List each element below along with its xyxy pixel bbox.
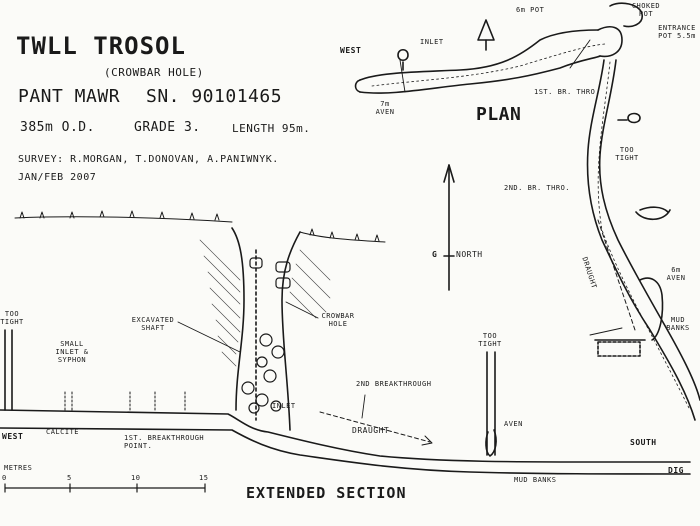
location: PANT MAWR: [18, 86, 121, 107]
draught-arrows: [319, 219, 636, 446]
section-passage: [0, 227, 691, 475]
scale-bar: [4, 483, 206, 493]
aven-6m-label: 6m AVEN: [666, 266, 686, 282]
section-west-label: WEST: [2, 432, 24, 441]
section-too-tight-right: TOO TIGHT: [478, 332, 502, 348]
section-draught-label: DRAUGHT: [352, 426, 390, 435]
grade: GRADE 3.: [134, 120, 201, 135]
section-south-label: SOUTH: [630, 438, 657, 447]
second-breakthrough-label: 2ND BREAKTHROUGH: [356, 380, 432, 388]
survey-date: JAN/FEB 2007: [18, 172, 97, 183]
first-br-label: 1ST. BR. THRO.: [534, 88, 601, 96]
second-br-label: 2ND. BR. THRO.: [504, 184, 571, 192]
tree-icon: [397, 19, 641, 124]
plan-passage: [354, 2, 700, 421]
north-arrow: [443, 164, 455, 291]
scale-label: METRES: [4, 464, 33, 472]
rock-hatching: [199, 239, 331, 367]
plan-west-label: WEST: [340, 46, 362, 55]
excavated-shaft-label: EXCAVATED SHAFT: [131, 316, 175, 332]
grid-reference: SN. 90101465: [146, 86, 283, 107]
crowbar-hole-label: CROWBAR HOLE: [321, 312, 355, 328]
scale-tick-0: 0: [2, 474, 7, 482]
plan-too-tight-label: TOO TIGHT: [615, 146, 639, 162]
first-breakthrough-label: 1ST. BREAKTHROUGH POINT.: [124, 434, 205, 450]
calcite-label: CALCITE: [46, 428, 80, 436]
boulders: [241, 257, 291, 414]
leader-lines: [177, 39, 623, 419]
north-g-label: G: [432, 250, 438, 259]
plan-title: PLAN: [476, 104, 522, 125]
small-inlets: [64, 391, 186, 413]
section-mud-banks-label: MUD BANKS: [514, 476, 557, 484]
scale-tick-10: 10: [131, 474, 141, 482]
plan-inlet-label: INLET: [420, 38, 444, 46]
scale-tick-5: 5: [67, 474, 72, 482]
section-inlet-label: INLET: [272, 402, 296, 410]
survey-credits: SURVEY: R.MORGAN, T.DONOVAN, A.PANIWNYK.: [18, 154, 279, 165]
north-label: NORTH: [456, 250, 483, 259]
scale-tick-15: 15: [199, 474, 209, 482]
ground-surface: [14, 210, 386, 243]
entrance-pot-label: ENTRANCE POT 5.5m: [658, 24, 696, 40]
choked-pot-label: CHOKED POT: [631, 2, 661, 18]
plan-aven-7m-label: 7m AVEN: [375, 100, 395, 116]
section-aven-label: AVEN: [504, 420, 523, 428]
plan-mud-banks-label: MUD BANKS: [666, 316, 690, 332]
section-too-tight-left: TOO TIGHT: [0, 310, 24, 326]
pot-6m-label: 6m POT: [516, 6, 545, 14]
small-inlet-label: SMALL INLET & SYPHON: [55, 340, 89, 364]
cave-alt-name: (CROWBAR HOLE): [104, 66, 204, 79]
plan-centre-line: [371, 43, 691, 411]
altitude: 385m O.D.: [20, 120, 95, 135]
cave-title: TWLL TROSOL: [16, 32, 186, 60]
section-title: EXTENDED SECTION: [246, 484, 407, 502]
dig-label: DIG: [668, 466, 684, 475]
length: LENGTH 95m.: [232, 122, 311, 135]
